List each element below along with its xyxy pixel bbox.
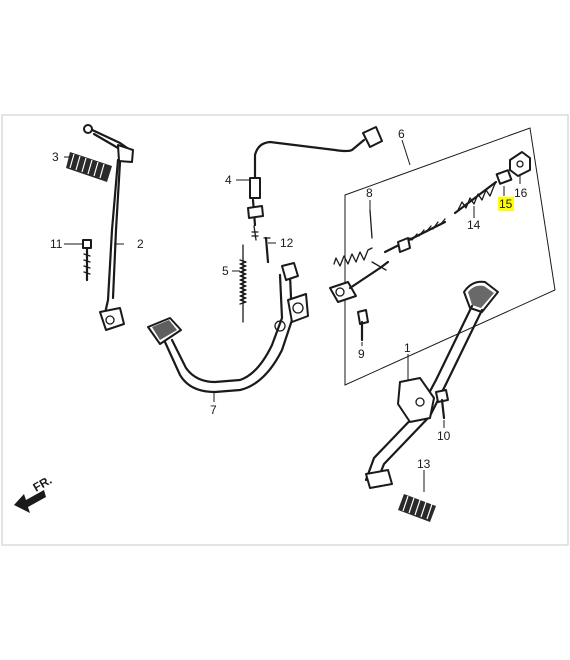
part-bolt-10 [435, 389, 449, 420]
callout-15-highlight [498, 197, 514, 211]
callout-9[interactable]: 9 [358, 347, 365, 361]
leader-lines [64, 139, 521, 492]
part-brake-pedal-arm [147, 262, 309, 394]
callout-3[interactable]: 3 [52, 150, 59, 164]
direction-label: FR. [31, 473, 55, 495]
diagram-frame [1, 114, 569, 546]
part-shift-rubber [66, 152, 112, 182]
part-pin-12 [263, 236, 271, 264]
callout-7[interactable]: 7 [210, 403, 217, 417]
part-brake-rubber [398, 494, 436, 522]
callout-11[interactable]: 11 [50, 237, 63, 251]
part-bolt-9 [357, 309, 369, 342]
callout-8[interactable]: 8 [366, 186, 373, 200]
part-switch-cable [247, 126, 383, 241]
callout-5[interactable]: 5 [222, 264, 229, 278]
part-brake-lever [364, 280, 499, 489]
callout-2[interactable]: 2 [137, 237, 144, 251]
part-gear-shift-lever [83, 124, 134, 331]
callout-6[interactable]: 6 [398, 127, 405, 141]
callout-16[interactable]: 16 [514, 186, 528, 200]
part-switch-arm [329, 260, 390, 303]
callout-10[interactable]: 10 [437, 429, 451, 443]
part-bolt-11 [82, 239, 92, 282]
callout-15[interactable]: 15 [499, 197, 513, 211]
callout-14[interactable]: 14 [467, 218, 481, 232]
part-nut-16 [509, 151, 531, 177]
callout-4[interactable]: 4 [225, 173, 232, 187]
callout-1[interactable]: 1 [404, 341, 411, 355]
part-rod-spring-14 [383, 180, 498, 254]
direction-arrow-fr: FR. [14, 473, 54, 513]
part-cap-15 [495, 169, 513, 185]
callout-12[interactable]: 12 [280, 236, 294, 250]
part-spring-8 [333, 209, 373, 267]
callout-labels: 3 2 11 4 5 12 6 8 9 7 1 10 13 14 15 16 [50, 127, 528, 471]
part-spring-5 [239, 244, 247, 323]
group-box-part-6 [344, 127, 556, 386]
callout-13[interactable]: 13 [417, 457, 431, 471]
